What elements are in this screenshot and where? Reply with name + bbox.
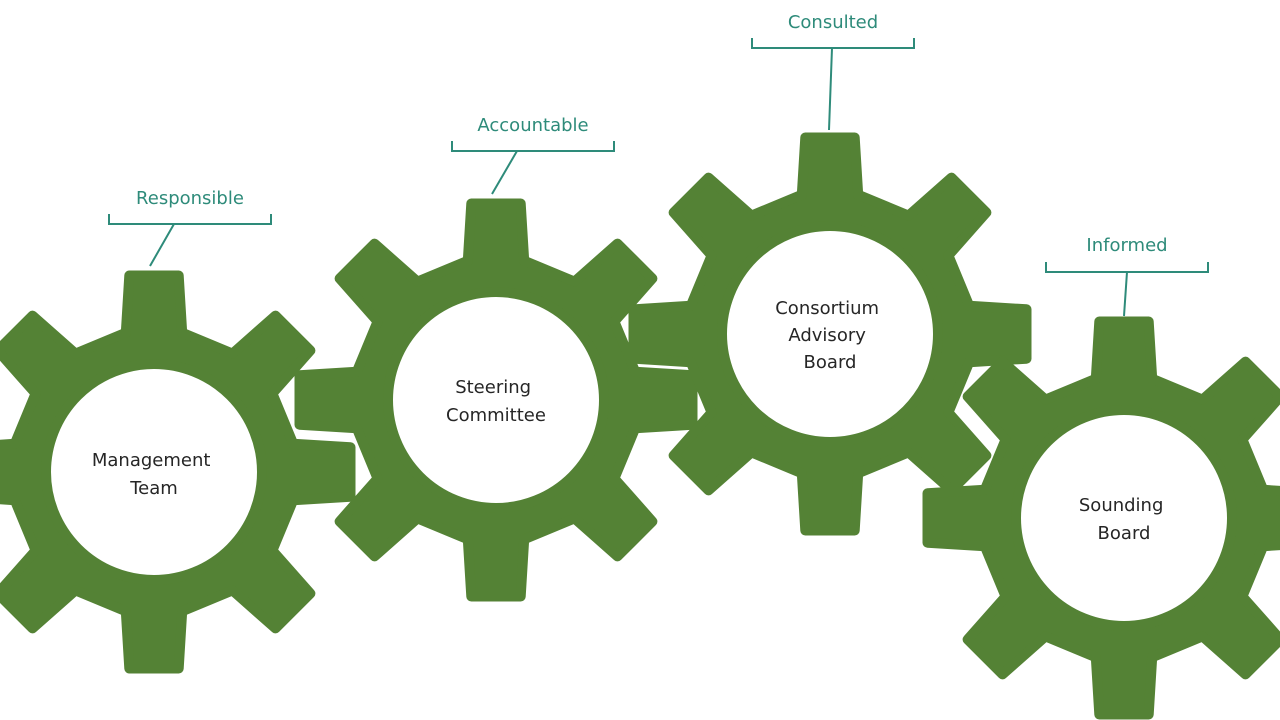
gear-management-team-label: Management Team (92, 450, 216, 499)
gear-sounding-board-shape (922, 316, 1280, 720)
role-label-consulted: Consulted (788, 12, 878, 33)
gear-steering-committee: Steering Committee (294, 198, 698, 602)
callout-bracket-informed (1045, 262, 1209, 317)
gear-steering-committee-label-line-2: Committee (446, 405, 546, 426)
gear-steering-committee-label: Steering Committee (446, 377, 546, 426)
gear-consortium-advisory-board-shape (628, 132, 1032, 536)
gear-consortium-advisory-board-label-line-1: Consortium (775, 298, 879, 319)
callout-bracket-consulted (751, 38, 915, 131)
gear-management-team-label-line-1: Management (92, 450, 211, 471)
gear-management-team-shape (0, 270, 356, 674)
gear-consortium-advisory-board-label-line-3: Board (804, 352, 857, 373)
gear-sounding-board-label-line-1: Sounding (1079, 495, 1164, 516)
callout-informed: Informed (1045, 235, 1209, 317)
role-label-informed: Informed (1086, 235, 1167, 256)
callout-consulted: Consulted (751, 12, 915, 131)
gear-steering-committee-label-line-1: Steering (455, 377, 531, 398)
gear-consortium-advisory-board: Consortium Advisory Board (628, 132, 1032, 536)
gear-sounding-board-label-line-2: Board (1098, 523, 1151, 544)
gear-consortium-advisory-board-label-line-2: Advisory (788, 325, 866, 346)
gear-consortium-advisory-board-label: Consortium Advisory Board (775, 298, 885, 373)
gear-steering-committee-shape (294, 198, 698, 602)
role-label-responsible: Responsible (136, 188, 244, 209)
gear-sounding-board-label: Sounding Board (1079, 495, 1169, 544)
gear-management-team-label-line-2: Team (129, 478, 178, 499)
gear-sounding-board: Sounding Board (922, 316, 1280, 720)
callout-bracket-responsible (108, 214, 272, 267)
callout-responsible: Responsible (108, 188, 272, 267)
callout-bracket-accountable (451, 141, 615, 195)
gear-management-team: Management Team (0, 270, 356, 674)
callout-accountable: Accountable (451, 115, 615, 195)
role-label-accountable: Accountable (477, 115, 588, 136)
